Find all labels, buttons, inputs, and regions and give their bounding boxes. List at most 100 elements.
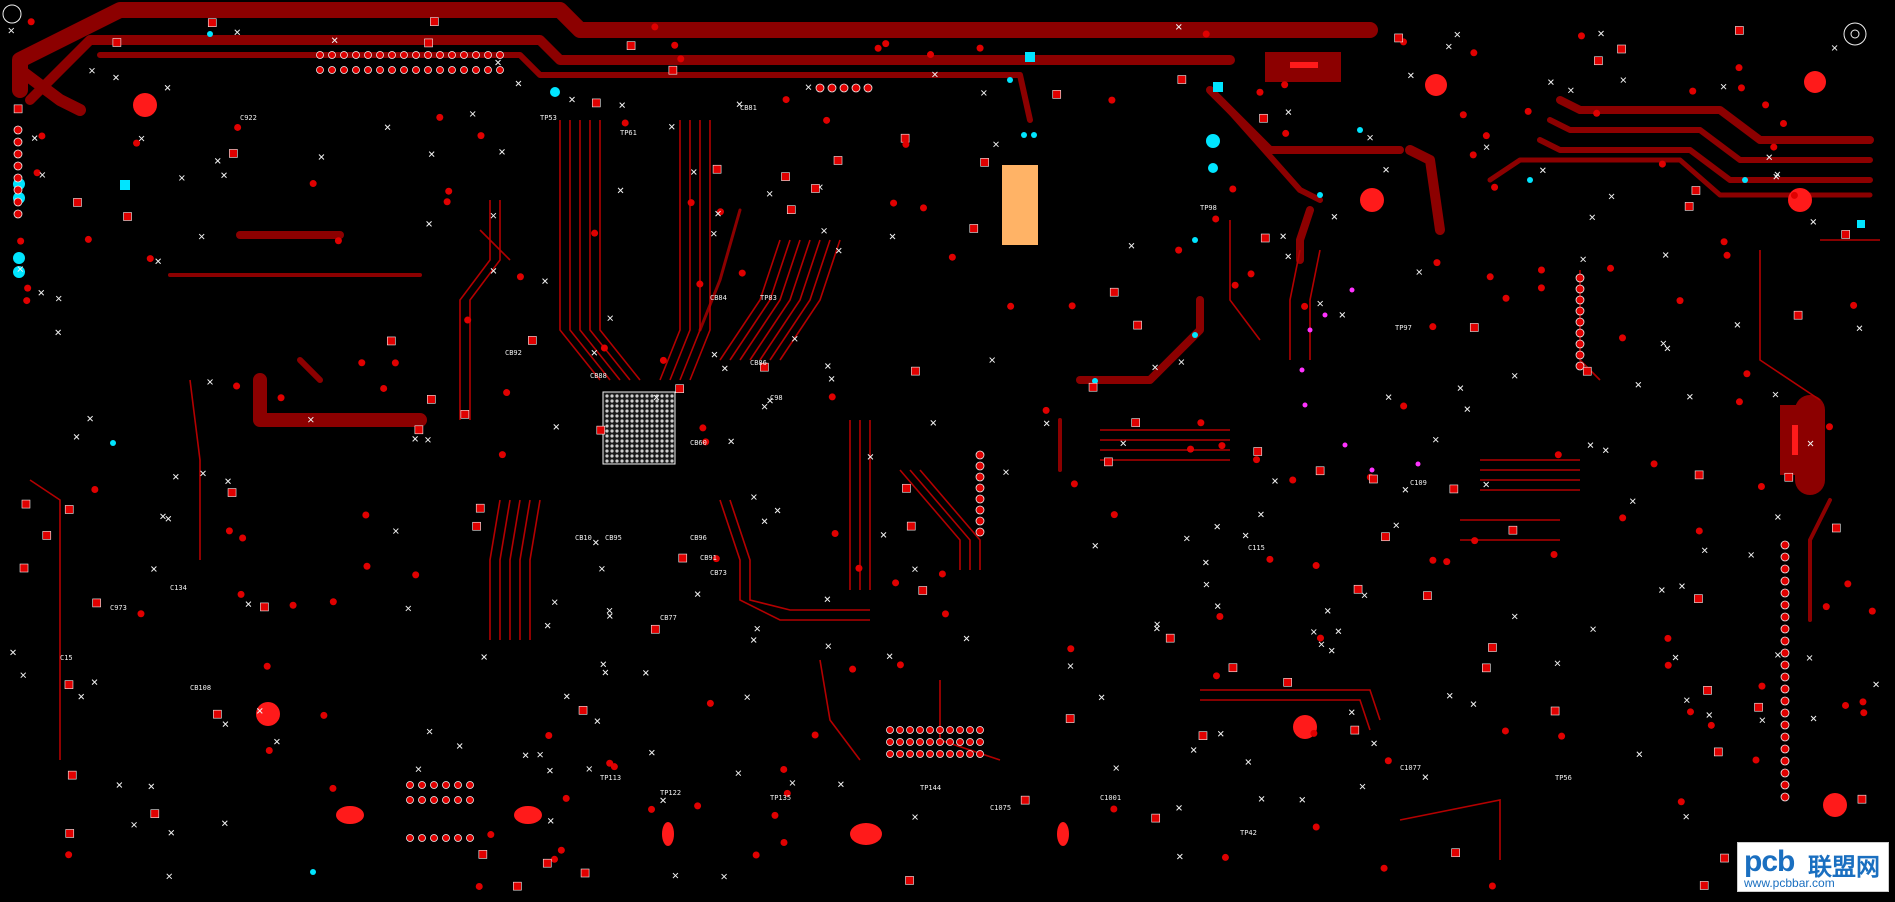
connector-pad — [1780, 732, 1790, 742]
via-x-mark — [591, 349, 598, 356]
via — [1212, 215, 1220, 223]
connector-pad — [1780, 708, 1790, 718]
via — [1384, 757, 1392, 765]
silk-designator: C15 — [60, 654, 73, 662]
via — [771, 811, 779, 819]
via — [1502, 294, 1510, 302]
header-pad — [466, 781, 474, 789]
bga-ball — [610, 459, 614, 463]
bga-ball — [655, 429, 659, 433]
via — [600, 344, 608, 352]
via — [1770, 143, 1778, 151]
bga-ball — [650, 399, 654, 403]
smd-pad — [1177, 75, 1187, 84]
via-x-mark — [835, 247, 842, 254]
via — [363, 562, 371, 570]
silk-designator: CB81 — [740, 104, 757, 112]
bga-ball — [620, 434, 624, 438]
bga-ball — [670, 444, 674, 448]
fiducials — [2, 4, 1867, 46]
via-x-mark — [392, 528, 399, 534]
smd-pad — [260, 602, 269, 612]
connector-pad — [975, 472, 985, 482]
via-x-mark — [1554, 660, 1561, 667]
smd-pad — [1088, 382, 1098, 392]
silk-designator: C115 — [1248, 544, 1265, 552]
via-x-mark — [1807, 440, 1814, 447]
via-x-mark — [1203, 581, 1210, 588]
via — [1537, 284, 1545, 292]
bga-ball — [625, 449, 629, 453]
bga-ball — [620, 459, 624, 463]
bga-ball — [650, 409, 654, 413]
via — [1459, 111, 1467, 119]
via — [1482, 132, 1490, 140]
smd-pad — [675, 384, 684, 393]
via-x-mark — [172, 473, 179, 480]
via-x-mark — [151, 566, 157, 572]
bga-ball — [670, 429, 674, 433]
silk-designator: TP56 — [1555, 774, 1572, 782]
bga-ball — [660, 409, 664, 413]
via-x-mark — [155, 258, 162, 265]
bga-ball — [630, 444, 634, 448]
header-pad — [400, 66, 408, 74]
via-x-mark — [824, 363, 831, 369]
via-x-mark — [672, 872, 679, 879]
via-x-mark — [1590, 626, 1596, 633]
via-x-mark — [867, 454, 874, 460]
silk-designator: CB60 — [690, 439, 707, 447]
via-x-mark — [131, 821, 137, 828]
via — [146, 255, 154, 263]
smd-pad — [1350, 725, 1360, 735]
connector-pad — [1575, 361, 1585, 371]
via-x-mark — [10, 649, 16, 656]
bga-ball — [665, 459, 669, 463]
connector-pad — [13, 185, 23, 195]
via — [890, 199, 898, 207]
via — [677, 55, 685, 63]
via-x-mark — [600, 661, 607, 668]
silk-designator: CB86 — [750, 359, 767, 367]
via — [1677, 798, 1685, 806]
smd-pad — [1793, 310, 1803, 320]
bga-ball — [665, 399, 669, 403]
via — [1486, 273, 1494, 281]
header-pad — [316, 51, 324, 59]
via-x-mark — [1629, 498, 1636, 505]
via-x-mark — [1806, 655, 1813, 661]
via-x-mark — [980, 90, 987, 96]
connector-pad — [1780, 564, 1790, 574]
header-pad — [406, 796, 414, 804]
via-x-mark — [599, 565, 605, 572]
silk-designator: C1075 — [990, 804, 1011, 812]
header-pad — [976, 726, 984, 734]
via-x-mark — [1831, 45, 1838, 51]
via — [606, 759, 614, 767]
bga-ball — [645, 449, 649, 453]
connector-pad — [1780, 720, 1790, 730]
header-pad — [946, 738, 954, 746]
bga-ball — [615, 449, 619, 453]
header-pad — [316, 66, 324, 74]
via-x-mark — [735, 770, 742, 777]
connector-pad — [1575, 350, 1585, 360]
via — [1282, 129, 1290, 137]
bga-ball — [610, 399, 614, 403]
connector-pad — [13, 149, 23, 159]
via — [780, 838, 788, 846]
via — [225, 527, 233, 535]
bga-ball — [620, 404, 624, 408]
silk-designator: C922 — [240, 114, 257, 122]
via — [1619, 514, 1627, 522]
via — [1070, 480, 1078, 488]
header-pad — [376, 51, 384, 59]
bga-ball — [610, 444, 614, 448]
via-x-mark — [1383, 166, 1389, 173]
via-x-mark — [1258, 796, 1265, 802]
via-x-mark — [721, 873, 727, 880]
header-pad — [340, 51, 348, 59]
via — [671, 41, 679, 49]
via — [1316, 634, 1324, 642]
